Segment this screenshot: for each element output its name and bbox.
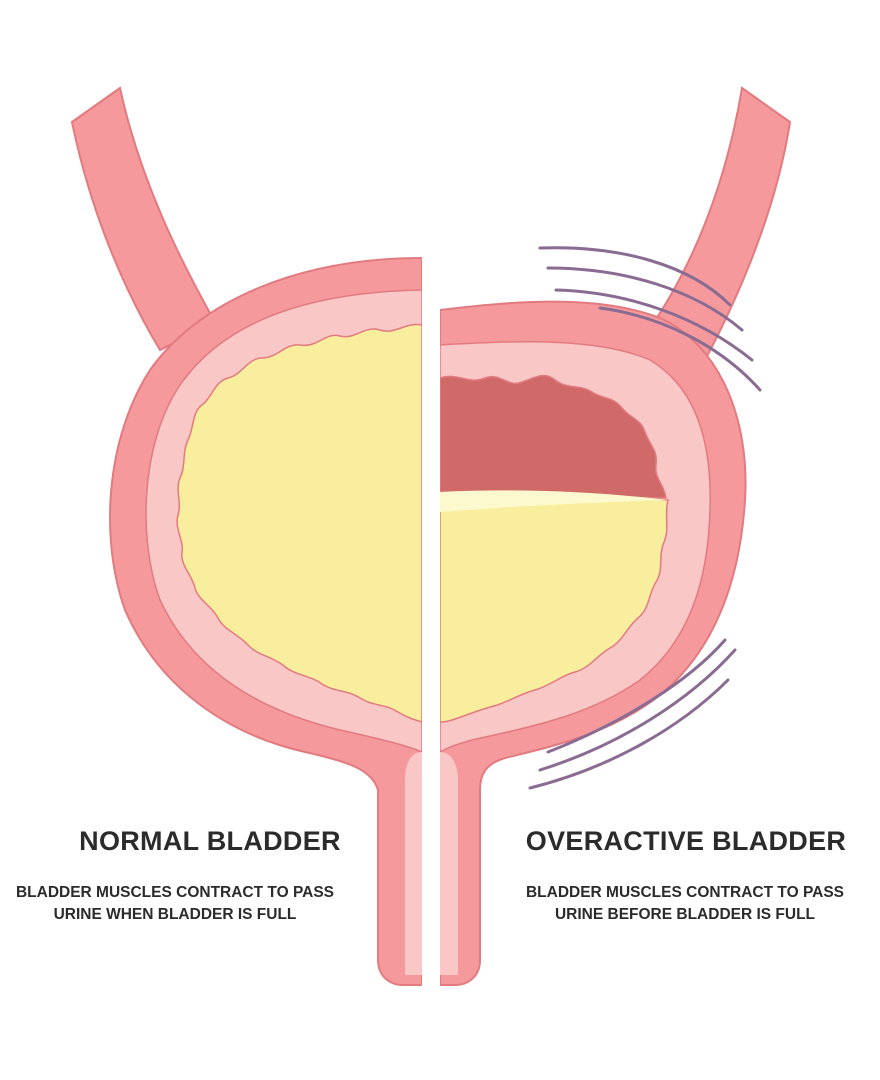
normal-bladder [70, 86, 423, 986]
left-ureter [70, 86, 217, 352]
left-urine [176, 323, 423, 723]
right-urine [439, 490, 669, 723]
normal-bladder-title: NORMAL BLADDER [79, 826, 341, 856]
overactive-bladder-title: OVERACTIVE BLADDER [525, 826, 847, 856]
right-contracted-area [439, 374, 667, 499]
left-urethra-lining [405, 752, 422, 975]
vibration-lines-upper [538, 246, 762, 392]
normal-bladder-desc-line1: BLADDER MUSCLES CONTRACT TO PASS [15, 884, 335, 901]
right-ureter [648, 86, 792, 362]
center-divider [422, 240, 440, 1000]
vibration-lines-lower [528, 638, 737, 790]
overactive-bladder-desc-line2: URINE BEFORE BLADDER IS FULL [554, 906, 816, 923]
right-urethra-lining [440, 752, 458, 975]
overactive-bladder-desc-line1: BLADDER MUSCLES CONTRACT TO PASS [525, 884, 845, 901]
normal-bladder-desc-line2: URINE WHEN BLADDER IS FULL [53, 906, 297, 923]
overactive-bladder [439, 86, 792, 986]
right-urine-surface [440, 490, 668, 512]
